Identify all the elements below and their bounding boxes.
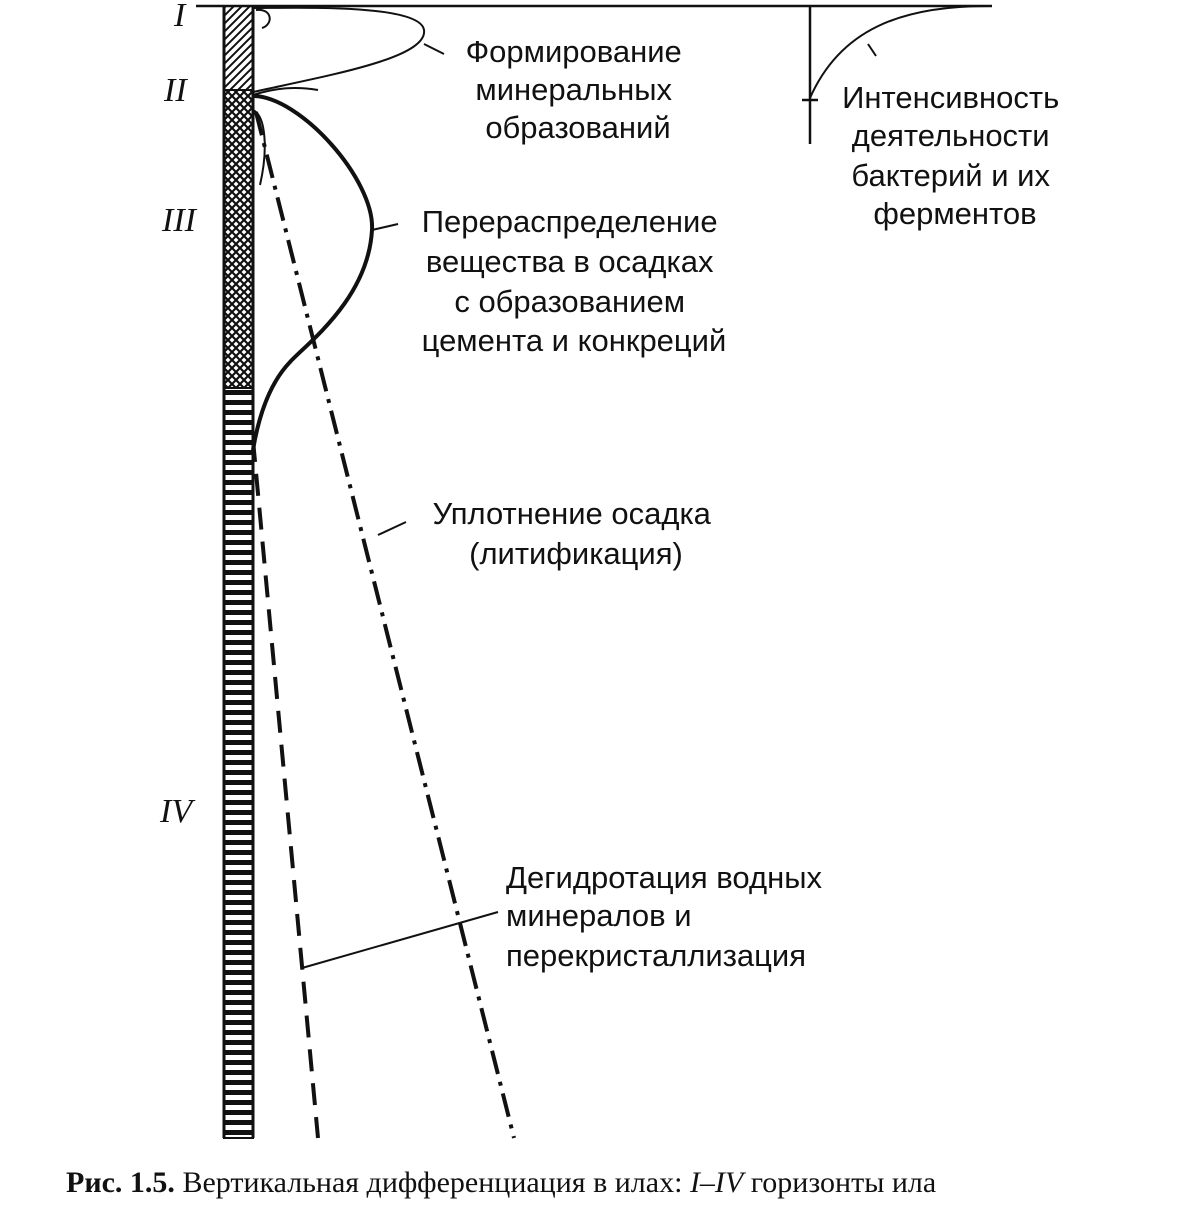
caption-horizon-range: I–IV xyxy=(689,1166,744,1199)
compaction-leader xyxy=(377,521,407,536)
redistribution-label: Перераспределение вещества в осадках с о… xyxy=(422,204,727,358)
compaction-line xyxy=(254,111,516,1139)
dehydration-label: Дегидротация водных минералов и перекрис… xyxy=(506,860,831,973)
caption-rest: горизонты ила xyxy=(743,1166,937,1199)
bacteria-activity-curve xyxy=(809,5,989,99)
bacteria-activity-label: Интенсивность деятельности бактерий и их… xyxy=(842,80,1068,231)
zone-II-leader xyxy=(252,86,319,96)
sediment-column xyxy=(222,5,255,1139)
horizon-II-label: II xyxy=(163,72,188,109)
horizon-III-label: III xyxy=(161,202,198,239)
mineral-formation-curve xyxy=(252,6,426,93)
horizon-IV-label: IV xyxy=(159,793,196,830)
column-zone-II-III xyxy=(223,89,254,389)
compaction-label: Уплотнение осадка (литификация) xyxy=(432,496,719,571)
redistribution-curve xyxy=(251,94,375,451)
mineral-formation-hook xyxy=(255,8,271,29)
caption-text: Вертикальная дифференциация в илах: xyxy=(174,1166,690,1199)
mineral-formation-label: Формирование минеральных образований xyxy=(466,34,691,145)
horizon-I-label: I xyxy=(173,0,187,34)
column-zone-IV xyxy=(223,387,254,1139)
column-zone-I xyxy=(223,5,254,91)
mineral-formation-leader xyxy=(423,43,445,55)
redistribution-leader xyxy=(371,223,399,231)
figure-number: Рис. 1.5. xyxy=(66,1166,175,1199)
figure-caption: Рис. 1.5. Вертикальная дифференциация в … xyxy=(66,1166,1176,1200)
bacteria-leader xyxy=(867,43,877,57)
dehydration-leader xyxy=(301,911,499,969)
dehydration-line xyxy=(251,439,320,1139)
